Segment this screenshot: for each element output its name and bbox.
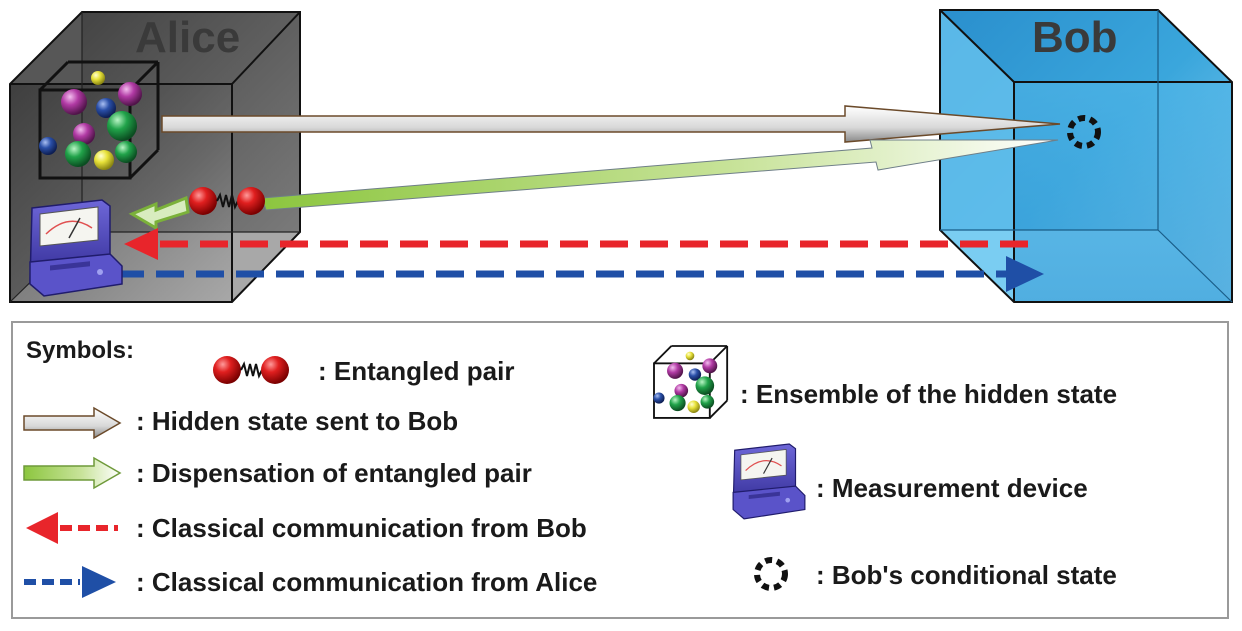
legend-hidden-state-label: : Hidden state sent to Bob bbox=[136, 406, 458, 436]
bob-label: Bob bbox=[1032, 13, 1118, 62]
legend-ensemble-icon bbox=[652, 345, 729, 419]
hidden-state-arrow bbox=[161, 105, 1061, 143]
legend-entangled-pair-label: : Entangled pair bbox=[318, 356, 514, 386]
legend-ensemble-label: : Ensemble of the hidden state bbox=[740, 379, 1117, 409]
legend-classical-from-alice-label: : Classical communication from Alice bbox=[136, 567, 597, 597]
dispensation-arrow-to-device bbox=[128, 195, 190, 231]
bob-box bbox=[939, 9, 1233, 303]
alice-label: Alice bbox=[135, 13, 240, 62]
classical-from-alice-arrow bbox=[116, 256, 1044, 292]
legend-title: Symbols: bbox=[26, 337, 134, 364]
measurement-device-icon bbox=[29, 199, 123, 297]
legend-dispensation-label: : Dispensation of entangled pair bbox=[136, 458, 532, 488]
legend-dispensation-arrow bbox=[23, 456, 122, 490]
legend-classical-from-bob-arrow bbox=[26, 512, 118, 544]
legend-measurement-device-icon bbox=[732, 443, 806, 520]
legend-hidden-state-arrow bbox=[23, 406, 122, 440]
classical-from-bob-arrow bbox=[124, 228, 1028, 260]
legend-conditional-state-label: : Bob's conditional state bbox=[816, 560, 1117, 590]
legend-classical-from-bob-label: : Classical communication from Bob bbox=[136, 513, 587, 543]
legend-measurement-device-label: : Measurement device bbox=[816, 473, 1088, 503]
legend-classical-from-alice-arrow bbox=[24, 566, 116, 598]
hidden-state-ensemble-icon bbox=[37, 60, 160, 180]
dispensation-arrow-to-bob bbox=[261, 139, 1059, 211]
